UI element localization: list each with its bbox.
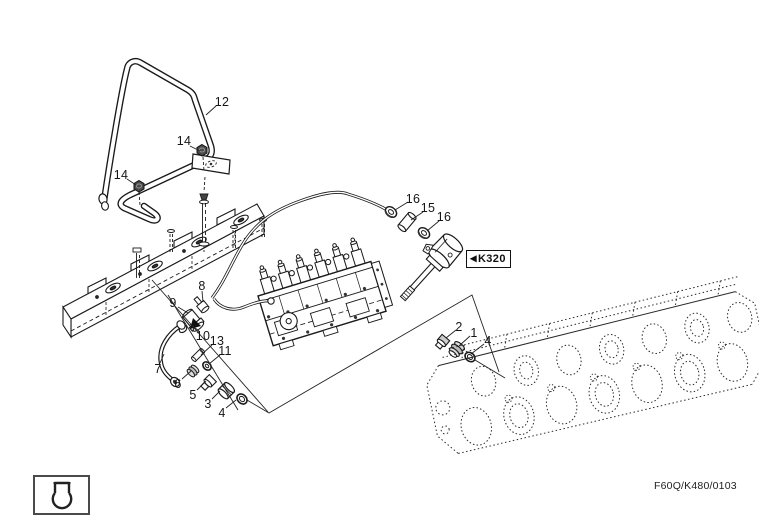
part-label-14: 14 (113, 168, 129, 182)
leader-line (201, 290, 204, 303)
part-label-1: 1 (470, 326, 478, 340)
k320-reference-label: K320 (477, 252, 506, 265)
leader-line (205, 105, 217, 116)
sensor-drawing (399, 233, 464, 302)
part-label-5: 5 (189, 388, 197, 402)
rail-drawing (62, 193, 267, 339)
leader-line (211, 390, 221, 400)
left-arrow-icon: ◀ (470, 253, 477, 264)
k320-reference-box: ◀K320 (466, 250, 511, 268)
sleeve-seals-drawing (384, 205, 431, 240)
leader-line (458, 335, 471, 347)
part-label-16: 16 (405, 192, 421, 206)
part-label-8: 8 (198, 279, 206, 293)
part-label-16: 16 (436, 210, 452, 224)
part-label-10: 10 (195, 329, 211, 343)
part-label-6: 6 (174, 377, 182, 391)
part-label-13: 13 (209, 334, 225, 348)
leader-line (474, 359, 506, 379)
fuel-pipe-drawing (210, 190, 388, 311)
leader-line (126, 178, 137, 186)
leader-line (225, 399, 237, 409)
handle-tube-drawing (98, 58, 231, 224)
part-label-15: 15 (420, 201, 436, 215)
leader-lines-group (126, 105, 506, 414)
leader-line (410, 211, 424, 221)
part-label-12: 12 (214, 95, 230, 109)
leader-line (470, 343, 485, 355)
leader-line (426, 220, 440, 232)
leader-line (246, 294, 500, 414)
leader-line (181, 370, 192, 380)
leader-line (159, 353, 165, 364)
leader-line (208, 354, 221, 365)
leader-line (177, 306, 189, 314)
leader-line (445, 329, 457, 339)
nut-14-upper (196, 143, 208, 157)
leader-line (196, 380, 207, 391)
part-label-4: 4 (218, 406, 226, 420)
part-label-14: 14 (176, 134, 192, 148)
leader-line (189, 145, 201, 152)
injection-pump-drawing (257, 237, 394, 351)
leader-line (151, 279, 269, 413)
part-label-3: 3 (204, 397, 212, 411)
figure-code: F60Q/K480/0103 (654, 480, 737, 492)
legend-icon-box (33, 475, 90, 515)
part-label-4: 4 (484, 334, 492, 348)
plug-icon (51, 481, 72, 510)
overflow-valve-drawing (158, 296, 210, 388)
leader-line (167, 294, 239, 411)
rail-studs (132, 193, 267, 278)
part-label-2: 2 (455, 320, 463, 334)
part-label-9: 9 (169, 296, 177, 310)
part-label-11: 11 (218, 344, 232, 358)
leader-line (394, 201, 409, 211)
fitting-chain-drawing (186, 348, 248, 405)
part-label-7: 7 (154, 362, 162, 376)
